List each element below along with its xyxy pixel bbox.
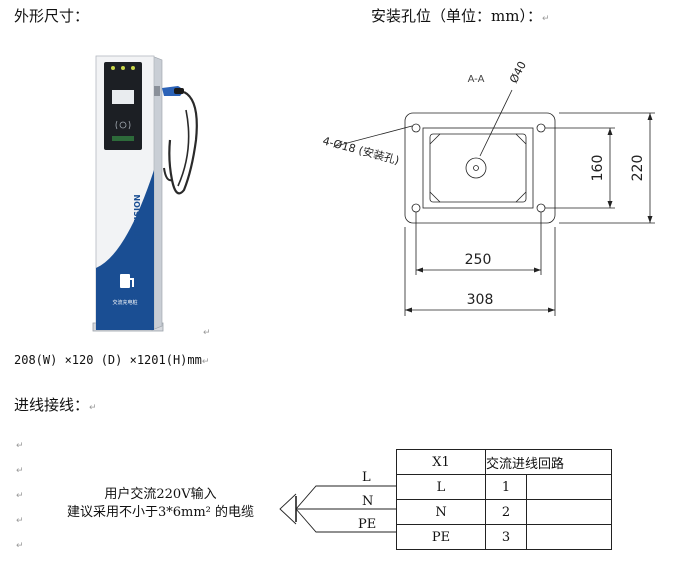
indicator-light bbox=[121, 66, 125, 70]
inner-height-extension bbox=[545, 127, 615, 209]
corner-hole-callout: 4-Ø18 (安装孔) bbox=[321, 133, 401, 167]
paragraph-mark: ↵ bbox=[16, 441, 24, 451]
signal-cell: L bbox=[396, 474, 486, 500]
corner-hole-leader bbox=[335, 125, 413, 147]
mounting-plate-outline bbox=[404, 112, 556, 224]
empty-cell bbox=[526, 499, 612, 525]
charger-illustration: HIKVISION 交流充电桩 bbox=[92, 55, 198, 332]
pin-cell: 3 bbox=[485, 524, 527, 550]
mounting-hole-drawing: A-A Ø40 (穿线孔) 4-Ø18 (安装孔) 250 308 160 22… bbox=[321, 60, 655, 316]
empty-cell bbox=[526, 474, 612, 500]
charging-cable bbox=[168, 91, 198, 195]
wire-label-pe: PE bbox=[358, 517, 376, 532]
center-hole-callout: Ø40 (穿线孔) bbox=[506, 60, 549, 85]
wiring-lines: L N PE bbox=[279, 470, 396, 533]
table-header-row: X1 交流进线回路 bbox=[396, 449, 612, 475]
center-hole-mark bbox=[473, 165, 479, 171]
dimensions-text: 208(W) ×120 (D) ×1201(H)mm↵ bbox=[14, 353, 210, 367]
indicator-light bbox=[111, 66, 115, 70]
charging-cable-loop bbox=[177, 109, 190, 187]
pin-cell: 2 bbox=[485, 499, 527, 525]
dimension-arrows bbox=[405, 113, 653, 313]
charging-plug-icon bbox=[162, 86, 184, 96]
dim-outer-width: 308 bbox=[467, 292, 494, 308]
circuit-title-cell: 交流进线回路 bbox=[485, 449, 612, 475]
paragraph-mark: ↵ bbox=[16, 516, 24, 526]
cable-bundle-mark bbox=[279, 493, 297, 525]
plug-holder bbox=[154, 86, 160, 96]
corner-hole bbox=[536, 203, 546, 213]
charger-accent-panel bbox=[96, 170, 154, 330]
paragraph-mark: ↵ bbox=[16, 541, 24, 551]
outer-height-extension bbox=[559, 112, 655, 224]
paragraph-mark: ↵ bbox=[16, 491, 24, 501]
wire-pe bbox=[295, 508, 396, 533]
paragraph-mark: ↵ bbox=[16, 466, 24, 476]
wiring-heading: 进线接线：↵ bbox=[14, 396, 97, 414]
terminal-cell: X1 bbox=[396, 449, 486, 475]
brand-text: HIKVISION bbox=[133, 194, 142, 241]
section-label: A-A bbox=[468, 74, 485, 85]
charger-card-area bbox=[112, 136, 134, 141]
charging-cable-end bbox=[163, 167, 173, 182]
dim-inner-width: 250 bbox=[465, 252, 492, 268]
wire-label-l: L bbox=[362, 470, 371, 485]
table-row: PE 3 bbox=[396, 524, 612, 550]
center-cable-hole bbox=[465, 157, 487, 179]
corner-hole bbox=[536, 123, 546, 133]
wire-label-n: N bbox=[362, 494, 373, 509]
dim-outer-height: 220 bbox=[630, 155, 646, 182]
paragraph-mark: ↵ bbox=[541, 14, 550, 24]
table-row: N 2 bbox=[396, 499, 612, 525]
pin-cell: 1 bbox=[485, 474, 527, 500]
charging-station-icon bbox=[120, 274, 134, 288]
circuit-table: X1 交流进线回路 L 1 N 2 PE 3 bbox=[396, 449, 612, 550]
charger-screen-panel bbox=[104, 62, 142, 150]
cable-note-line2: 建议采用不小于3*6mm² 的电缆 bbox=[66, 505, 255, 520]
charger-label: 交流充电桩 bbox=[112, 299, 137, 306]
dim-inner-height: 160 bbox=[590, 155, 606, 182]
paragraph-mark: ↵ bbox=[201, 357, 210, 367]
opening-corners bbox=[429, 133, 527, 203]
signal-cell: N bbox=[396, 499, 486, 525]
outer-width-extension bbox=[404, 227, 556, 316]
cable-note-line1: 用户交流220V输入 bbox=[104, 487, 217, 502]
corner-hole bbox=[411, 123, 421, 133]
mounting-heading: 安装孔位（单位：mm）：↵ bbox=[371, 7, 550, 25]
table-row: L 1 bbox=[396, 474, 612, 500]
rfid-icon bbox=[115, 120, 131, 130]
mounting-opening bbox=[422, 127, 534, 209]
charger-display bbox=[112, 90, 134, 104]
corner-hole bbox=[411, 203, 421, 213]
paragraph-mark: ↵ bbox=[89, 403, 97, 413]
indicator-light bbox=[131, 66, 135, 70]
inner-width-extension bbox=[415, 212, 542, 275]
signal-cell: PE bbox=[396, 524, 486, 550]
mounting-opening-inner bbox=[429, 133, 527, 203]
cable-note: 用户交流220V输入 建议采用不小于3*6mm² 的电缆 bbox=[48, 486, 273, 522]
empty-cell bbox=[526, 524, 612, 550]
center-hole-leader bbox=[479, 89, 513, 157]
appearance-heading: 外形尺寸： bbox=[14, 7, 90, 25]
paragraph-mark: ↵ bbox=[203, 328, 211, 338]
wire-l bbox=[295, 485, 396, 510]
